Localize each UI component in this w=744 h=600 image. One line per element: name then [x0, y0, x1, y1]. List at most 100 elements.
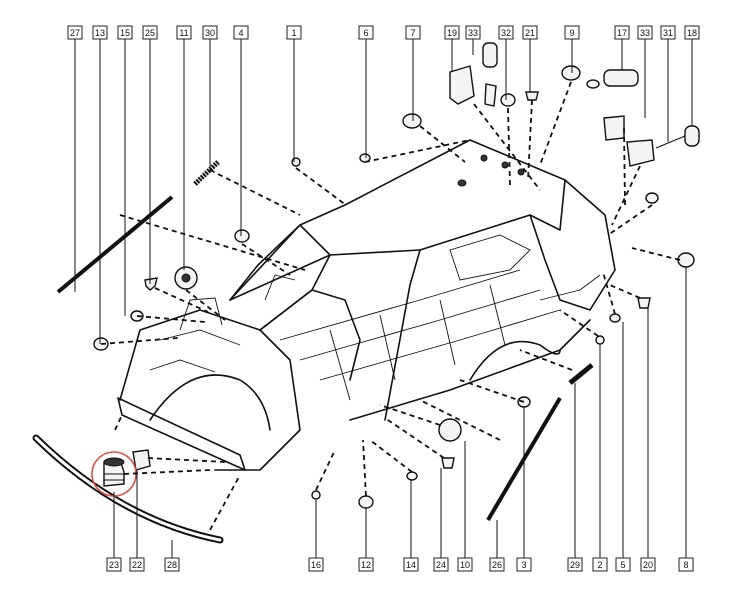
callout-top-7-9: 7: [405, 25, 421, 40]
callout-top-32-12-text: 32: [501, 28, 511, 38]
callout-top-13-1: 13: [92, 25, 108, 40]
callout-top-9-14: 9: [564, 25, 580, 40]
part-27-strip: [56, 195, 174, 294]
callout-top-30-5: 30: [202, 25, 218, 40]
callout-bottom-5-12: 5: [615, 557, 631, 572]
callout-top-13-1-text: 13: [95, 28, 105, 38]
callout-top-17-15: 17: [614, 25, 630, 40]
part-22-bracket: [132, 449, 151, 471]
callout-top-9-14-text: 9: [569, 28, 574, 38]
callout-bottom-8-14: 8: [678, 557, 694, 572]
callout-top-6-8: 6: [358, 25, 374, 40]
callout-top-31-17: 31: [660, 25, 676, 40]
callout-top-33-11: 33: [465, 25, 481, 40]
callout-bottom-14-5-text: 14: [406, 560, 416, 570]
car-body-shell: [117, 139, 616, 471]
part-30-strip: [193, 160, 220, 186]
callout-bottom-16-3: 16: [308, 557, 324, 572]
callout-bottom-16-3-text: 16: [311, 560, 321, 570]
dashed-leaders: [100, 81, 681, 531]
callout-bottom-29-10: 29: [567, 557, 583, 572]
part-14-grommet: [406, 471, 418, 481]
part-5-grommet: [609, 313, 621, 323]
callout-top-21-13-text: 21: [525, 28, 535, 38]
callout-bottom-23-0-text: 23: [109, 560, 119, 570]
callout-bottom-20-13-text: 20: [643, 560, 653, 570]
callout-bottom-29-10-text: 29: [570, 560, 580, 570]
callout-bottom-12-4: 12: [358, 557, 374, 572]
part-33-gasket: [482, 42, 498, 68]
part-33-fuel-door: [603, 115, 625, 141]
part-19-bracket: [449, 65, 475, 105]
part-23-highlighted-plug: [91, 451, 137, 497]
callout-top-21-13: 21: [522, 25, 538, 40]
callout-bottom-14-5: 14: [403, 557, 419, 572]
callout-top-25-3: 25: [142, 25, 158, 40]
callout-bottom-26-8: 26: [489, 557, 505, 572]
callout-top-31-17-text: 31: [663, 28, 673, 38]
callout-bottom-26-8-text: 26: [492, 560, 502, 570]
callout-top-33-11-text: 33: [468, 28, 478, 38]
part-8-grommet: [677, 252, 695, 268]
part-31-fuel-housing: [626, 139, 655, 167]
part-21-clip: [525, 91, 539, 101]
part-9-seal: [561, 65, 581, 81]
callout-top-15-2: 15: [117, 25, 133, 40]
callout-bottom-2-11: 2: [592, 557, 608, 572]
part-17-cover: [603, 69, 639, 87]
callout-bottom-28-2: 28: [164, 557, 180, 572]
callout-top-1-7: 1: [286, 25, 302, 40]
callout-top-19-10-text: 19: [447, 28, 457, 38]
part-1-plug: [291, 157, 301, 167]
callout-top-6-8-text: 6: [363, 28, 368, 38]
part-2-plug: [595, 335, 605, 345]
callout-bottom-22-1: 22: [129, 557, 145, 572]
callout-top-18-18: 18: [684, 25, 700, 40]
callout-top-1-7-text: 1: [291, 28, 296, 38]
callout-top-11-4: 11: [176, 25, 192, 40]
callout-bottom-10-7: 10: [457, 557, 473, 572]
callout-top-11-4-text: 11: [179, 28, 188, 38]
part-32-ring: [500, 93, 516, 107]
callout-bottom-12-4-text: 12: [361, 560, 371, 570]
callout-bottom-8-14-text: 8: [683, 560, 688, 570]
part-20-clip: [637, 297, 651, 309]
callout-bottom-3-9-text: 3: [521, 560, 526, 570]
part-18-seal: [684, 125, 700, 147]
part-12-grommet: [358, 495, 374, 509]
callout-top-4-6: 4: [233, 25, 249, 40]
part-4-grommet: [234, 229, 250, 243]
callout-bottom-28-2-text: 28: [167, 560, 177, 570]
callout-top-4-6-text: 4: [238, 28, 243, 38]
part-24-clip: [441, 457, 455, 469]
callout-bottom-3-9: 3: [516, 557, 532, 572]
callout-top-32-12: 32: [498, 25, 514, 40]
part-10-plug: [438, 418, 462, 442]
callout-top-7-9-text: 7: [410, 28, 415, 38]
callout-bottom-2-11-text: 2: [597, 560, 602, 570]
callout-bottom-22-1-text: 22: [132, 560, 142, 570]
callout-top-19-10: 19: [444, 25, 460, 40]
callout-top-25-3-text: 25: [145, 28, 155, 38]
callout-bottom-20-13: 20: [640, 557, 656, 572]
callout-top-33-16-text: 33: [640, 28, 650, 38]
part-29-strip: [568, 363, 594, 385]
callout-bottom-10-7-text: 10: [460, 560, 470, 570]
part-25-clip: [144, 277, 158, 291]
callout-bottom-5-12-text: 5: [620, 560, 625, 570]
part-grommet-right-1: [645, 192, 659, 204]
callout-top-27-0-text: 27: [70, 28, 80, 38]
callout-top-27-0: 27: [67, 25, 83, 40]
callout-top-18-18-text: 18: [687, 28, 697, 38]
callout-bottom-24-6-text: 24: [436, 560, 446, 570]
part-7-grommet: [402, 113, 422, 129]
callout-top-17-15-text: 17: [617, 28, 627, 38]
part-28-bumper-strip: [32, 434, 224, 544]
callout-bottom-24-6: 24: [433, 557, 449, 572]
callout-top-33-16: 33: [637, 25, 653, 40]
part-16-plug: [311, 490, 321, 500]
callout-top-15-2-text: 15: [120, 28, 130, 38]
callout-bottom-23-0: 23: [106, 557, 122, 572]
